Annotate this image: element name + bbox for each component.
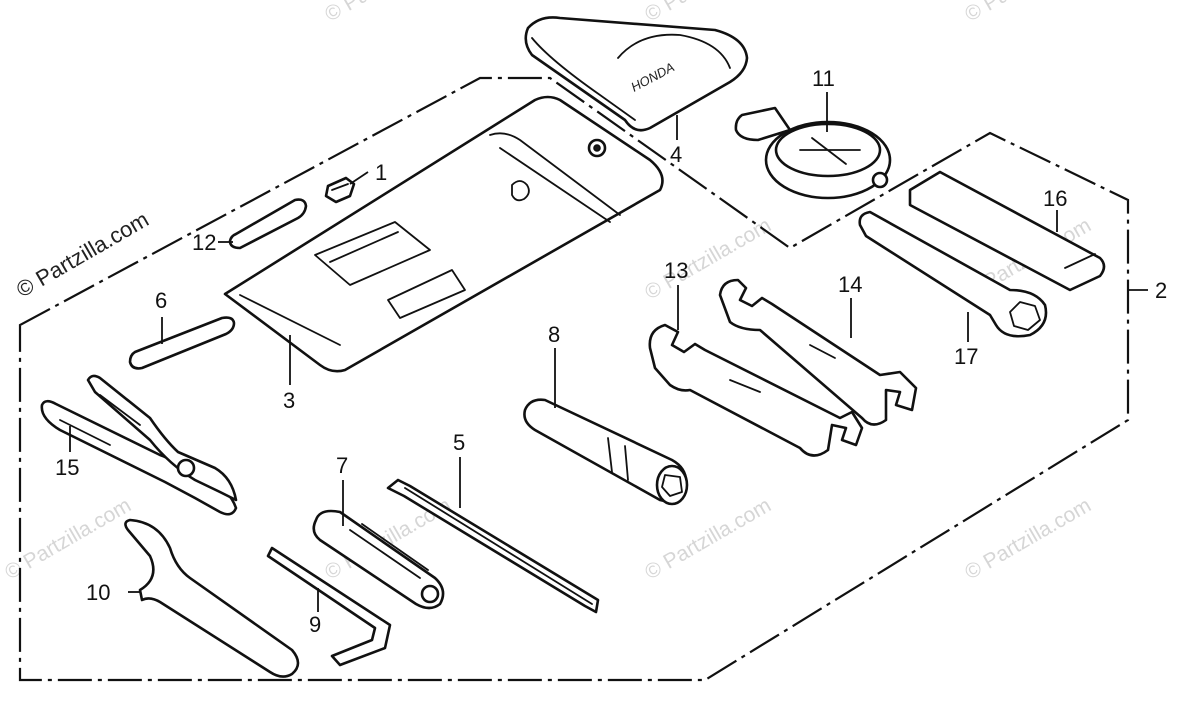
callout-10: 10 — [86, 580, 110, 605]
part-grease-gun — [734, 106, 892, 200]
watermark-main: © Partzilla.com — [12, 207, 153, 303]
callout-15: 15 — [55, 455, 79, 480]
tool-bag: HONDA — [524, 16, 749, 132]
watermark-faint: © Partzilla.com — [961, 0, 1095, 26]
callout-8: 8 — [548, 322, 560, 347]
part-pliers — [40, 374, 238, 516]
part-hex-key — [266, 546, 392, 667]
part-socket-wrench — [523, 398, 689, 506]
watermark-faint: © Partzilla.com — [961, 494, 1095, 585]
callout-12: 12 — [192, 230, 216, 255]
callout-5: 5 — [453, 430, 465, 455]
callout-4: 4 — [670, 142, 682, 167]
part-box-wrench — [858, 210, 1048, 338]
part-screwdriver-shaft — [386, 478, 600, 614]
part-flat-bar — [128, 316, 236, 370]
tool-roll — [223, 95, 664, 373]
watermark-faint: © Partzilla.com — [641, 214, 775, 305]
part-pin-spanner — [124, 518, 300, 678]
kit-outline — [18, 76, 1130, 682]
callout-9: 9 — [309, 612, 321, 637]
callout-17: 17 — [954, 344, 978, 369]
part-handle-bar — [908, 170, 1106, 292]
watermark-faint: © Partzilla.com — [641, 494, 775, 585]
part-pin-rod — [228, 198, 308, 250]
part-clip — [324, 176, 356, 204]
callout-11: 11 — [812, 66, 835, 91]
watermark-faint: © Partzilla.com — [321, 0, 455, 26]
callout-16: 16 — [1043, 186, 1067, 211]
callout-7: 7 — [336, 453, 348, 478]
callout-13: 13 — [664, 258, 688, 283]
leader-lines — [69, 92, 1148, 612]
callout-2: 2 — [1155, 278, 1167, 303]
callout-3: 3 — [283, 388, 295, 413]
callout-14: 14 — [838, 272, 862, 297]
callout-1: 1 — [375, 160, 387, 185]
callout-6: 6 — [155, 288, 167, 313]
watermark-faint: © Partzilla.com — [641, 0, 775, 26]
part-open-end-wrench-13 — [648, 323, 864, 457]
part-open-end-wrench-14 — [718, 278, 918, 426]
callouts: 1 2 3 4 5 6 7 8 9 10 11 12 13 14 15 16 1… — [55, 66, 1167, 637]
part-screwdriver-handle — [312, 509, 445, 610]
watermark-faint: © Partzilla.com — [1, 494, 135, 585]
